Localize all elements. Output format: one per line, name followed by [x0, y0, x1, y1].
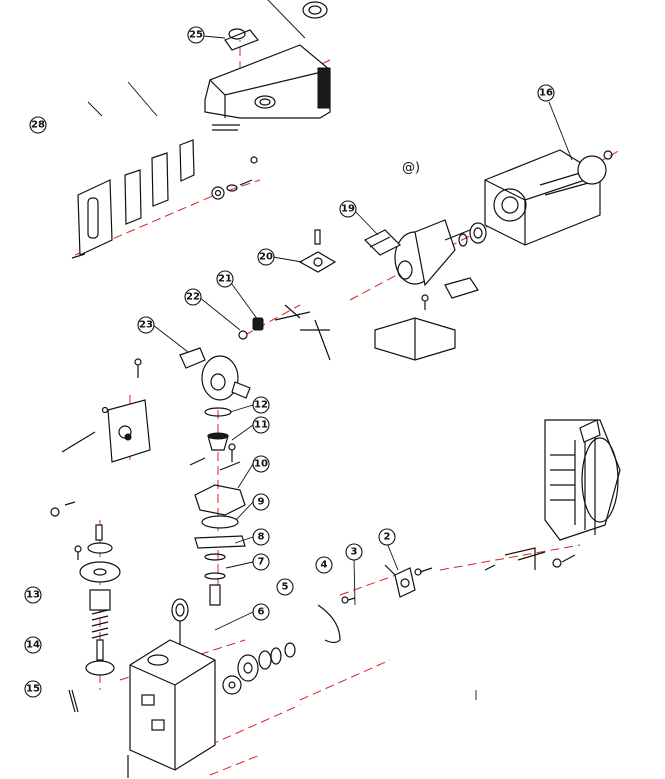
leader-lines [152, 0, 573, 631]
lower-right-parts [68, 564, 477, 713]
callout-21-label: 21 [218, 274, 232, 285]
callout-11: 11 [252, 416, 270, 434]
callout-12-label: 12 [254, 400, 268, 411]
callout-20-label: 20 [259, 252, 273, 263]
top-housing [204, 1, 331, 131]
mid-parts [179, 229, 337, 401]
callout-19-label: 19 [341, 204, 355, 215]
callout-8: 8 [252, 528, 270, 546]
callout-14-label: 14 [26, 640, 40, 651]
left-bracket [61, 358, 151, 463]
callout-13-label: 13 [26, 590, 40, 601]
callout-8-label: 8 [258, 532, 265, 543]
motor-lower [484, 419, 621, 571]
callout-23: 23 [137, 316, 155, 334]
callout-19: 19 [339, 200, 357, 218]
callout-4: 4 [315, 556, 333, 574]
callout-23-label: 23 [139, 320, 153, 331]
left-stack [50, 501, 121, 676]
callout-10-label: 10 [254, 459, 268, 470]
lower-housing [127, 598, 216, 778]
callout-15: 15 [24, 680, 42, 698]
callout-4-label: 4 [321, 560, 328, 571]
callout-10: 10 [252, 455, 270, 473]
coupling-train [222, 642, 296, 695]
callout-28: 28 [29, 116, 47, 134]
callout-7: 7 [252, 553, 270, 571]
callout-16-label: 16 [539, 88, 553, 99]
callout-15-label: 15 [26, 684, 40, 695]
callout-5: 5 [276, 578, 294, 596]
callout-6-label: 6 [258, 607, 265, 618]
callout-9: 9 [252, 493, 270, 511]
callout-3-label: 3 [351, 547, 358, 558]
callout-22-label: 22 [186, 292, 200, 303]
motor-assembly-top [363, 149, 613, 361]
callout-14: 14 [24, 636, 42, 654]
callout-13: 13 [24, 586, 42, 604]
callout-2-label: 2 [384, 532, 391, 543]
callout-3: 3 [345, 543, 363, 561]
callout-9-label: 9 [258, 497, 265, 508]
callout-20: 20 [257, 248, 275, 266]
callout-6: 6 [252, 603, 270, 621]
extra-label: @) [402, 161, 420, 176]
callout-7-label: 7 [258, 557, 265, 568]
gasket-plates [71, 139, 195, 259]
centre-stack [189, 407, 246, 606]
callout-16: 16 [537, 84, 555, 102]
callout-25-label: 25 [189, 30, 203, 41]
fasteners-top [211, 156, 258, 200]
callout-21: 21 [216, 270, 234, 288]
callout-25: 25 [187, 26, 205, 44]
callout-12: 12 [252, 396, 270, 414]
callout-11-label: 11 [254, 420, 268, 431]
callout-28-label: 28 [31, 120, 45, 131]
callout-5-label: 5 [282, 582, 289, 593]
callout-2: 2 [378, 528, 396, 546]
loose-strokes [87, 81, 158, 117]
callout-22: 22 [184, 288, 202, 306]
